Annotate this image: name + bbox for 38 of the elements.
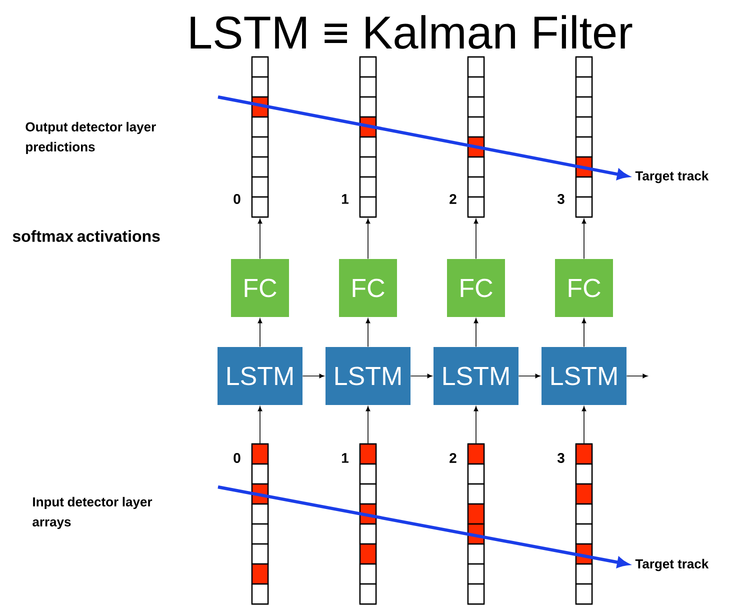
index-number: 0: [234, 194, 240, 204]
index-number: 1: [342, 194, 349, 204]
track-label: Target track: [635, 170, 709, 184]
arrow: [410, 374, 432, 378]
index-number: 2: [450, 194, 456, 204]
lstm-box: LSTM: [434, 347, 518, 405]
arrow: [366, 218, 370, 260]
lstm-box: LSTM: [218, 347, 302, 405]
arrow: [258, 218, 262, 260]
arrow: [366, 318, 370, 348]
arrow: [518, 374, 540, 378]
index-number: 1: [342, 453, 349, 463]
track-label: Target track: [635, 558, 709, 572]
index-number: 3: [557, 453, 564, 463]
lstm-box: LSTM: [542, 347, 626, 405]
fc-box: FC: [555, 259, 613, 317]
fc-box: FC: [231, 259, 289, 317]
arrow: [258, 406, 262, 444]
arrow: [258, 318, 262, 348]
arrow: [474, 318, 478, 348]
arrow: [582, 318, 586, 348]
lstm-box: LSTM: [326, 347, 410, 405]
layer-label: softmax activations: [12, 230, 160, 242]
arrow: [582, 406, 586, 444]
title: LSTM ≡ Kalman Filter: [190, 15, 632, 49]
index-number: 2: [450, 453, 456, 463]
index-number: 3: [557, 194, 564, 204]
arrow: [366, 406, 370, 444]
index-number: 0: [234, 453, 240, 463]
axis-label: Input detector layer arrays: [32, 496, 152, 530]
arrow: [582, 218, 586, 260]
axis-label: Output detector layer predictions: [26, 122, 156, 154]
arrow: [302, 374, 324, 378]
arrow: [626, 374, 648, 378]
arrow: [474, 218, 478, 260]
fc-box: FC: [339, 259, 397, 317]
fc-box: FC: [447, 259, 505, 317]
arrow: [474, 406, 478, 444]
